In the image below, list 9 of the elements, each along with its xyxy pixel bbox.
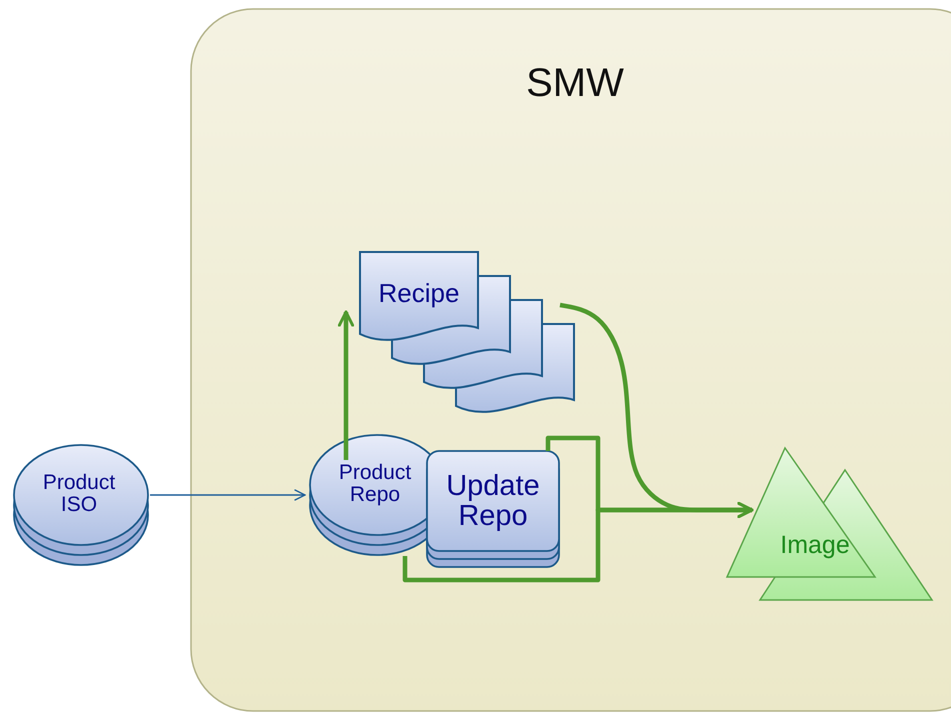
arrow — [546, 436, 754, 518]
node-label: Product Repo — [338, 462, 412, 506]
node-label: Recipe — [378, 280, 460, 308]
node-label: Image — [780, 532, 850, 558]
arrow — [150, 489, 306, 501]
group-title: SMW — [526, 62, 624, 104]
node-label: Product ISO — [42, 472, 116, 516]
arrow — [338, 310, 354, 460]
node-label: Update Repo — [445, 470, 541, 532]
